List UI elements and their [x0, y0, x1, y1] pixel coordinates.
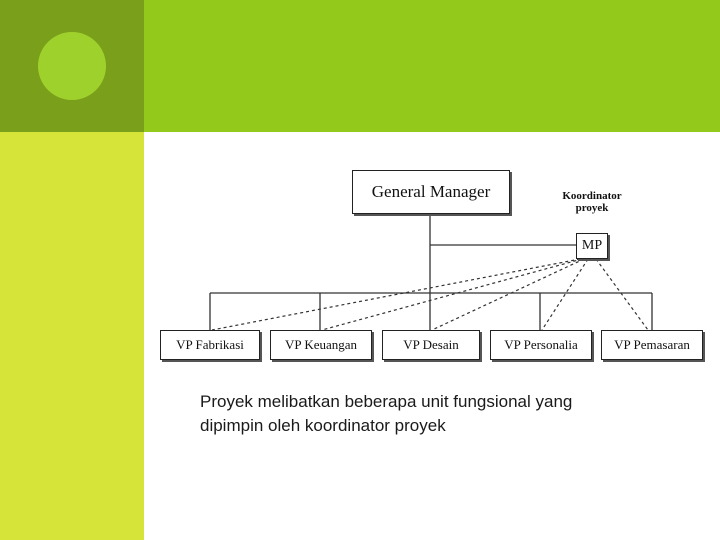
mp-box: MP: [576, 233, 608, 259]
decorative-circle: [38, 32, 106, 100]
vp-desain-box: VP Desain: [382, 330, 480, 360]
dashed-line-desain: [431, 258, 585, 331]
general-manager-box: General Manager: [352, 170, 510, 214]
vp-keuangan-box: VP Keuangan: [270, 330, 372, 360]
dashed-line-personalia: [541, 258, 589, 331]
vp-fabrikasi-box: VP Fabrikasi: [160, 330, 260, 360]
coordinator-label-line1: Koordinator: [562, 190, 622, 202]
header-band: [144, 0, 720, 132]
dashed-line-keuangan: [321, 258, 583, 331]
caption: Proyek melibatkan beberapa unit fungsion…: [200, 390, 670, 438]
sidebar-band: [0, 132, 144, 540]
dashed-line-pemasaran: [595, 258, 649, 331]
coordinator-label-line2: proyek: [575, 202, 609, 214]
caption-line1: Proyek melibatkan beberapa unit fungsion…: [200, 392, 573, 411]
caption-line2: dipimpin oleh koordinator proyek: [200, 416, 446, 435]
dashed-line-fabrikasi: [211, 258, 581, 331]
vp-personalia-box: VP Personalia: [490, 330, 592, 360]
vp-pemasaran-box: VP Pemasaran: [601, 330, 703, 360]
coordinator-label: Koordinator proyek: [548, 190, 636, 214]
